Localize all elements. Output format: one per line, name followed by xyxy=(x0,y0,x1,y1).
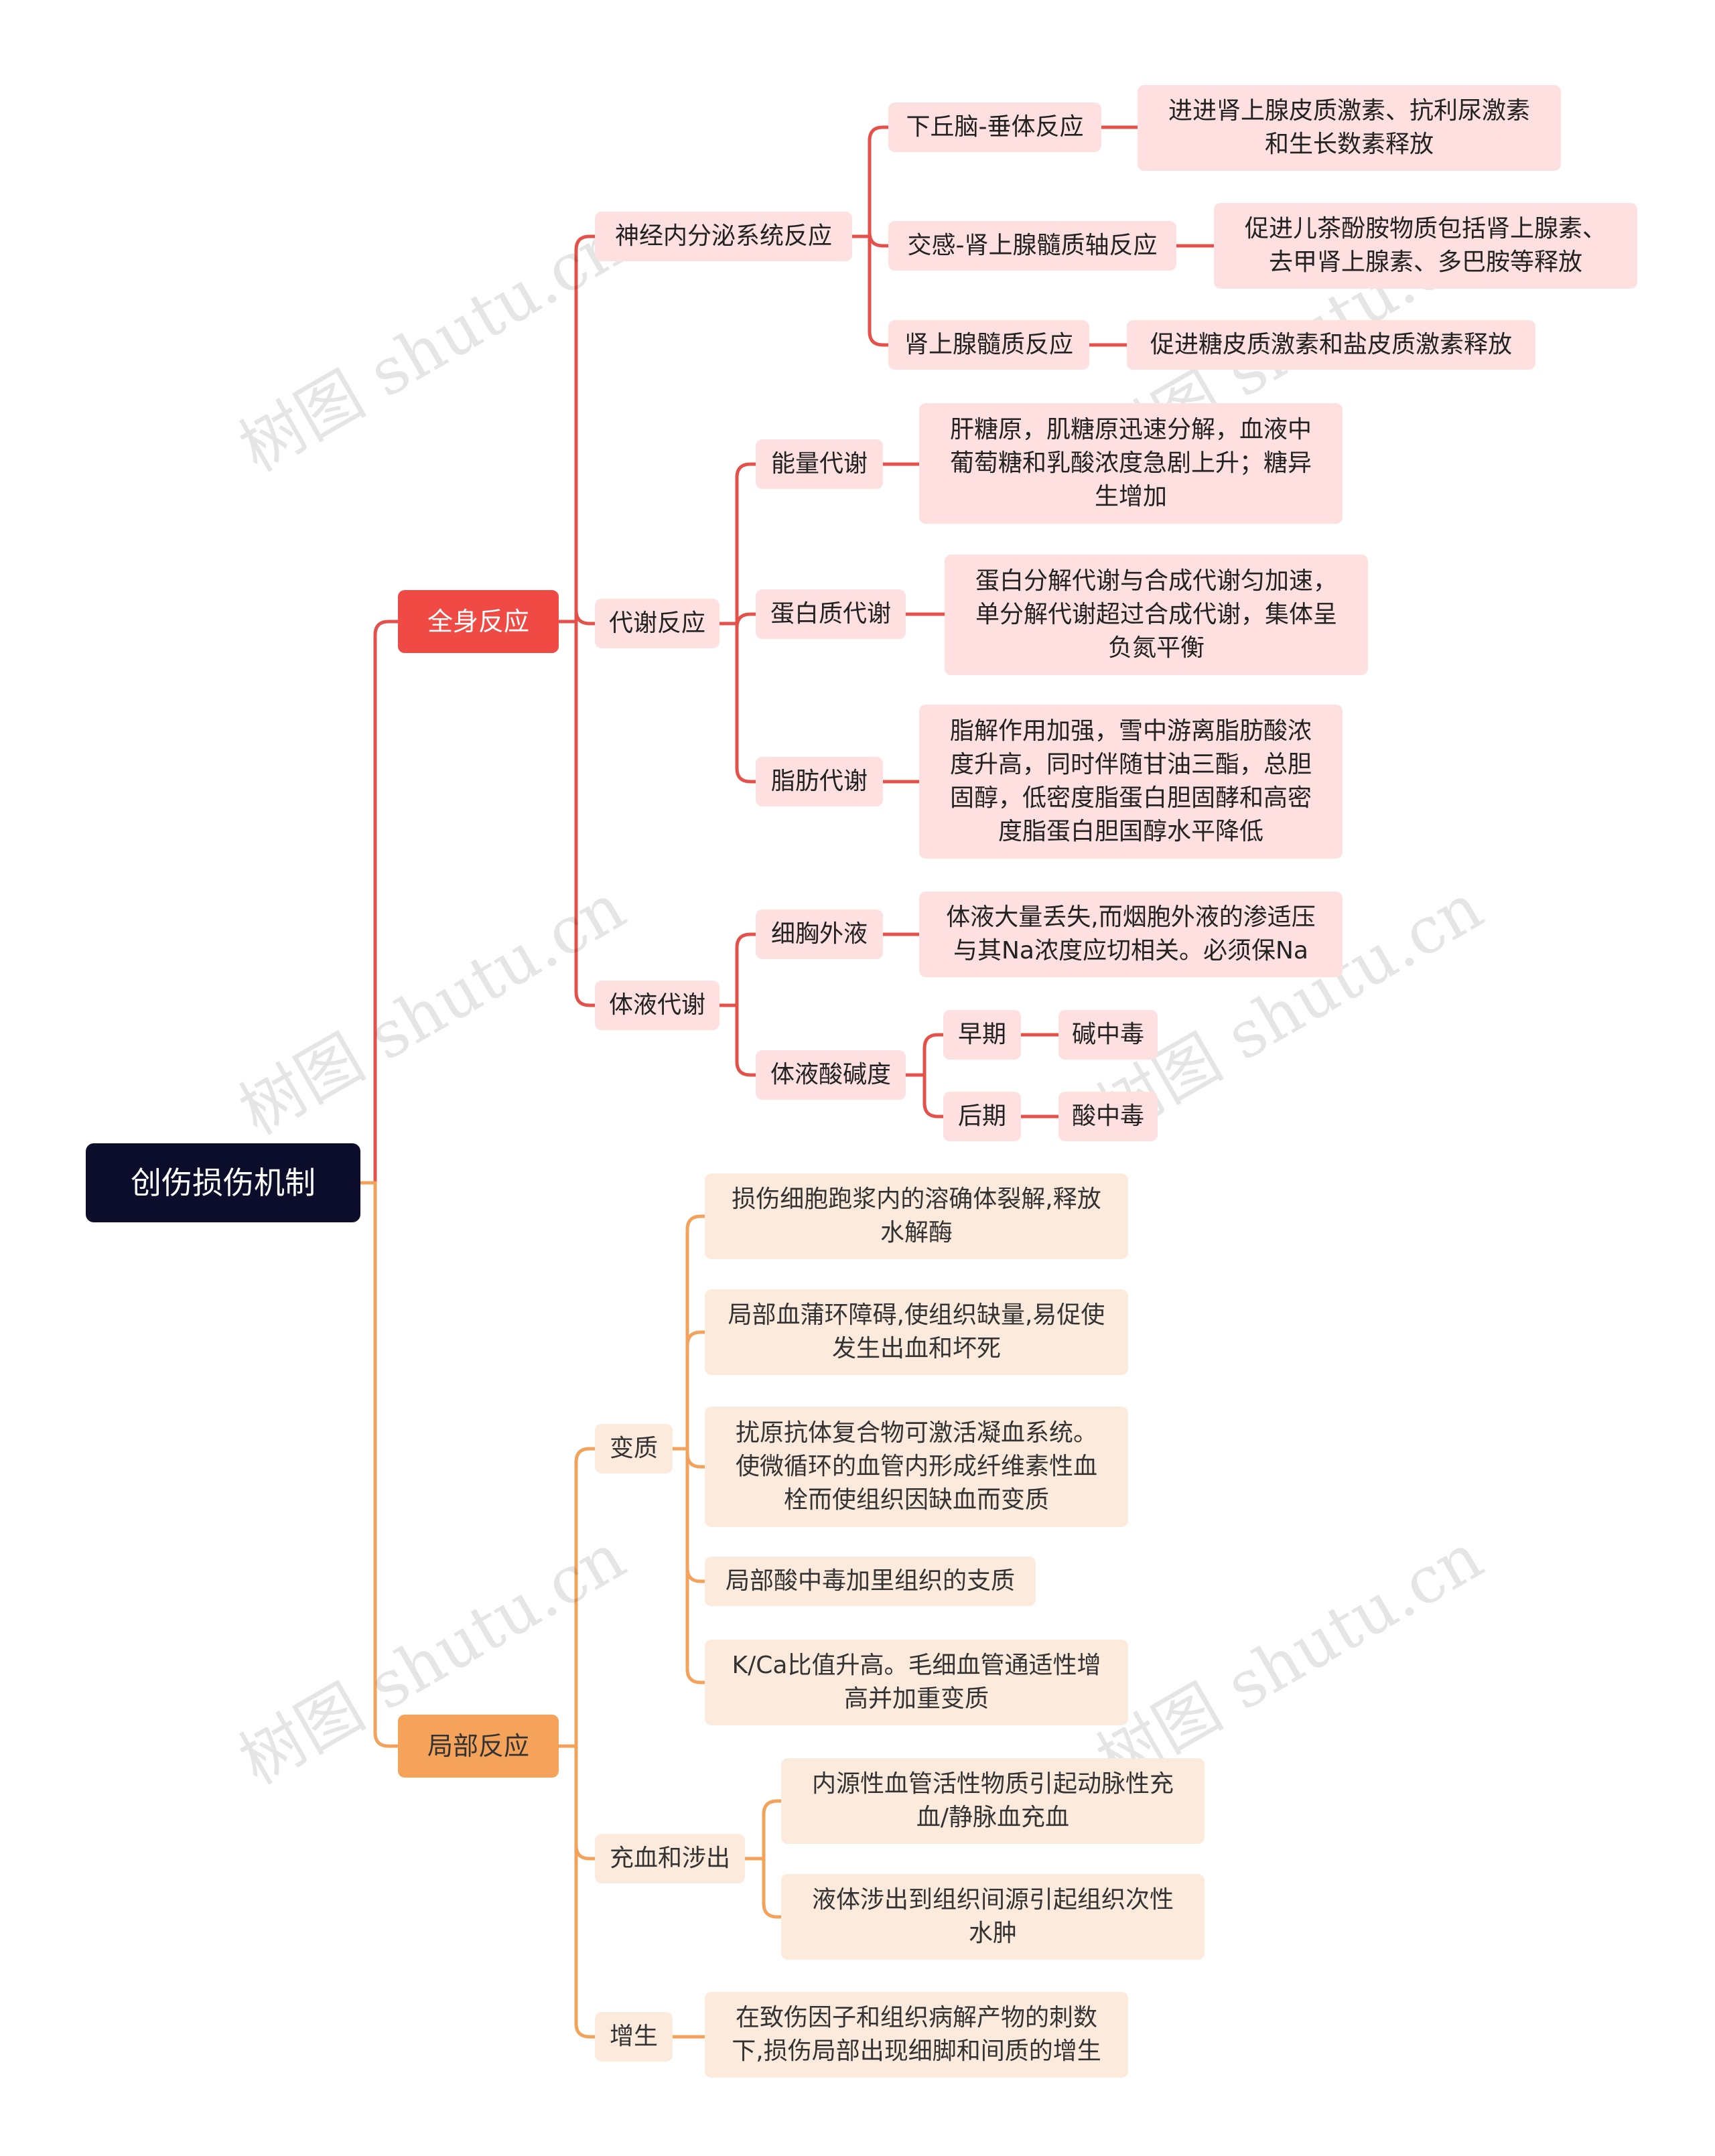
protein-metabolism-node[interactable]: 蛋白质代谢 xyxy=(756,589,906,639)
exudation-item: 内源性血管活性物质引起动脉性充 血/静脉血充血 xyxy=(781,1758,1205,1844)
energy-metabolism-node[interactable]: 能量代谢 xyxy=(756,439,883,489)
degeneration-item: K/Ca比值升高。毛细血管通适性增 高并加重变质 xyxy=(705,1640,1128,1725)
exudation-item: 液体涉出到组织间源引起组织次性 水肿 xyxy=(781,1874,1205,1960)
connector-line xyxy=(574,609,597,626)
connector-line xyxy=(685,1447,707,1684)
connector-line xyxy=(735,1003,758,1077)
neuroendocrine-node[interactable]: 神经内分泌系统反应 xyxy=(595,212,852,261)
degeneration-item: 扰原抗体复合物可激活凝血系统。 使微循环的血管内形成纤维素性血 栓而使组织因缺血… xyxy=(705,1407,1128,1527)
connector-line xyxy=(574,234,597,624)
fat-metabolism-node[interactable]: 脂肪代谢 xyxy=(756,757,883,806)
connector-line xyxy=(735,932,758,1007)
adrenal-medulla-node[interactable]: 肾上腺髓质反应 xyxy=(888,320,1089,370)
connector-line xyxy=(868,232,890,248)
connector-line xyxy=(685,1330,707,1451)
protein-metabolism-detail: 蛋白分解代谢与合成代谢匀加速， 单分解代谢超过合成代谢，集体呈 负氮平衡 xyxy=(945,555,1368,675)
metabolic-reaction-node[interactable]: 代谢反应 xyxy=(595,599,719,648)
fluid-metabolism-node[interactable]: 体液代谢 xyxy=(595,981,719,1030)
connector-line xyxy=(868,234,890,347)
extracellular-fluid-detail: 体液大量丢失,而烟胞外液的渗适压 与其Na浓度应切相关。必须保Na xyxy=(919,891,1343,977)
fat-metabolism-detail: 脂解作用加强，雪中游离脂肪酸浓 度升高，同时伴随甘油三酯，总胆 固醇，低密度脂蛋… xyxy=(919,705,1343,859)
connector-line xyxy=(922,1033,945,1077)
proliferation-node[interactable]: 增生 xyxy=(595,2012,673,2062)
connector-line xyxy=(735,612,758,628)
energy-metabolism-detail: 肝糖原，肌糖原迅速分解，血液中 葡萄糖和乳酸浓度急剧上升；糖异 生增加 xyxy=(919,403,1343,524)
acid-base-node[interactable]: 体液酸碱度 xyxy=(756,1050,906,1100)
systemic-reaction-node[interactable]: 全身反应 xyxy=(398,590,559,653)
sympathetic-node[interactable]: 交感-肾上腺髓质轴反应 xyxy=(888,221,1176,271)
connector-line xyxy=(685,1447,707,1583)
hypothalamus-detail: 进进肾上腺皮质激素、抗利尿激素 和生长数素释放 xyxy=(1138,85,1561,171)
connector-line xyxy=(574,1744,597,1861)
connector-line xyxy=(735,622,758,784)
connector-line xyxy=(373,620,400,1185)
connector-line xyxy=(735,462,758,626)
extracellular-fluid-node[interactable]: 细胸外液 xyxy=(756,910,883,959)
connector-line xyxy=(574,1744,597,2039)
degeneration-item: 局部血蒲环障碍,使组织缺量,易促使 发生出血和坏死 xyxy=(705,1289,1128,1375)
sympathetic-detail: 促进儿茶酚胺物质包括肾上腺素、 去甲肾上腺素、多巴胺等释放 xyxy=(1214,203,1637,289)
degeneration-item: 局部酸中毒加里组织的支质 xyxy=(705,1557,1036,1606)
connector-line xyxy=(574,620,597,1007)
early-stage-node[interactable]: 早期 xyxy=(943,1010,1021,1060)
alkalosis-node: 碱中毒 xyxy=(1058,1010,1158,1060)
connector-line xyxy=(762,1857,783,1919)
acidosis-node: 酸中毒 xyxy=(1058,1092,1158,1141)
exudation-node[interactable]: 充血和涉出 xyxy=(595,1834,745,1883)
connector-line xyxy=(373,1181,400,1748)
local-reaction-node[interactable]: 局部反应 xyxy=(398,1715,559,1778)
adrenal-medulla-detail: 促进糖皮质激素和盐皮质激素释放 xyxy=(1127,320,1535,370)
connector-line xyxy=(685,1447,707,1469)
connector-line xyxy=(685,1214,707,1451)
connector-line xyxy=(868,125,890,238)
connector-line xyxy=(574,1447,597,1748)
late-stage-node[interactable]: 后期 xyxy=(943,1092,1021,1141)
degeneration-node[interactable]: 变质 xyxy=(595,1424,673,1474)
hypothalamus-node[interactable]: 下丘脑-垂体反应 xyxy=(888,102,1101,152)
connector-line xyxy=(922,1073,945,1119)
connector-line xyxy=(762,1799,783,1861)
root-node[interactable]: 创伤损伤机制 xyxy=(86,1143,360,1222)
degeneration-item: 损伤细胞跑浆内的溶确体裂解,释放 水解酶 xyxy=(705,1173,1128,1259)
proliferation-item: 在致伤因子和组织病解产物的刺数 下,损伤局部出现细脚和间质的增生 xyxy=(705,1992,1128,2078)
